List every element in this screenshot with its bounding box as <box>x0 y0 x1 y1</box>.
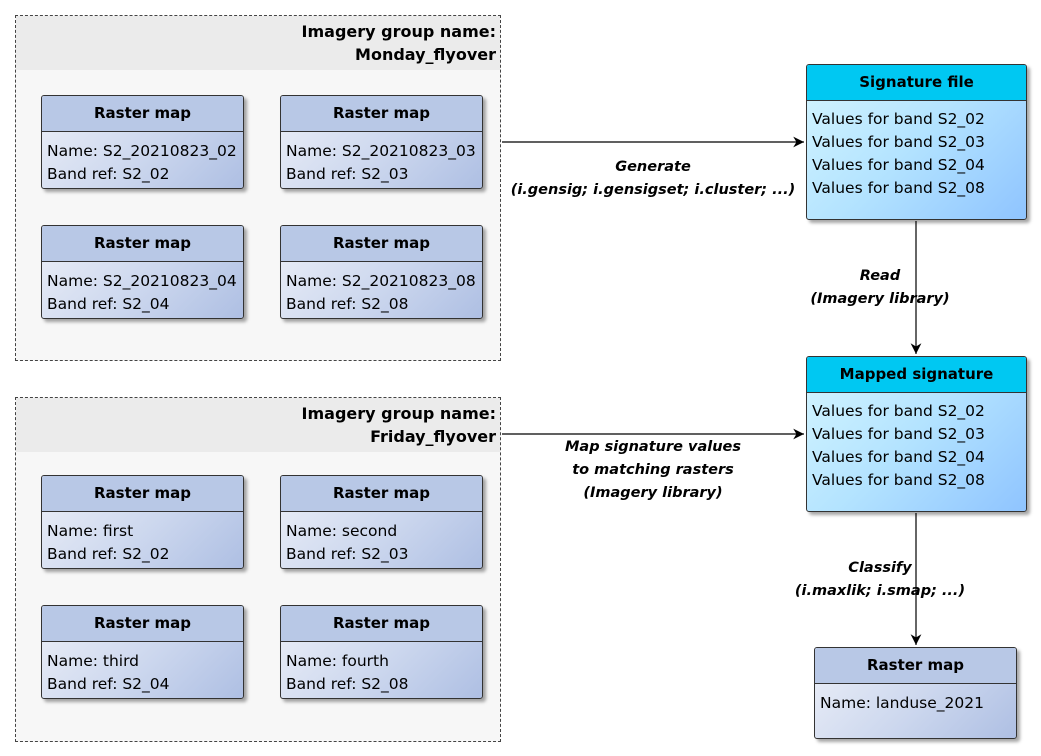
read-edge-label: Read (Imagery library) <box>760 265 1000 311</box>
raster-map-card-friday-second[interactable]: Raster map Name: second Band ref: S2_03 <box>280 475 483 569</box>
raster-name: Name: S2_20210823_03 <box>286 142 476 160</box>
raster-map-header: Raster map <box>42 606 243 642</box>
group-name: Friday_flyover <box>370 427 496 446</box>
signature-value: Values for band S2_08 <box>812 471 985 489</box>
raster-map-header: Raster map <box>42 226 243 262</box>
raster-name: Name: third <box>47 652 140 670</box>
raster-band-ref: Band ref: S2_08 <box>286 295 409 313</box>
output-raster-map-card[interactable]: Raster map Name: landuse_2021 <box>814 647 1017 739</box>
map-edge-label: Map signature values to matching rasters… <box>503 436 803 505</box>
raster-name: Name: second <box>286 522 398 540</box>
mapped-signature-header: Mapped signature <box>807 357 1026 393</box>
group-title-label: Imagery group name: <box>301 404 496 423</box>
raster-name: Name: S2_20210823_02 <box>47 142 237 160</box>
signature-value: Values for band S2_02 <box>812 402 985 420</box>
signature-file-header: Signature file <box>807 65 1026 101</box>
group-header <box>16 398 500 452</box>
raster-map-header: Raster map <box>281 96 482 132</box>
signature-file-card[interactable]: Signature file Values for band S2_02 Val… <box>806 64 1027 220</box>
signature-value: Values for band S2_08 <box>812 179 985 197</box>
generate-label-line2: (i.gensig; i.gensigset; i.cluster; ...) <box>510 182 796 198</box>
raster-name: Name: landuse_2021 <box>820 694 984 712</box>
signature-value: Values for band S2_04 <box>812 156 985 174</box>
classify-edge-label: Classify (i.maxlik; i.smap; ...) <box>760 557 1000 603</box>
raster-band-ref: Band ref: S2_03 <box>286 545 409 563</box>
group-header <box>16 16 500 70</box>
raster-band-ref: Band ref: S2_04 <box>47 675 170 693</box>
raster-band-ref: Band ref: S2_03 <box>286 165 409 183</box>
group-title: Imagery group name: Friday_flyover <box>302 402 496 448</box>
raster-map-card-friday-first[interactable]: Raster map Name: first Band ref: S2_02 <box>41 475 244 569</box>
raster-map-header: Raster map <box>42 476 243 512</box>
raster-map-header: Raster map <box>281 476 482 512</box>
classify-label-line1: Classify <box>848 560 912 576</box>
generate-label-line1: Generate <box>615 159 691 175</box>
raster-band-ref: Band ref: S2_02 <box>47 165 170 183</box>
map-label-line3: (Imagery library) <box>583 485 723 501</box>
signature-value: Values for band S2_04 <box>812 448 985 466</box>
raster-map-card-monday-02[interactable]: Raster map Name: S2_20210823_02 Band ref… <box>41 95 244 189</box>
raster-band-ref: Band ref: S2_02 <box>47 545 170 563</box>
raster-name: Name: S2_20210823_08 <box>286 272 476 290</box>
raster-name: Name: S2_20210823_04 <box>47 272 237 290</box>
raster-map-card-monday-04[interactable]: Raster map Name: S2_20210823_04 Band ref… <box>41 225 244 319</box>
raster-map-card-friday-third[interactable]: Raster map Name: third Band ref: S2_04 <box>41 605 244 699</box>
raster-name: Name: first <box>47 522 134 540</box>
read-label-line1: Read <box>859 268 901 284</box>
raster-name: Name: fourth <box>286 652 389 670</box>
raster-map-header: Raster map <box>281 226 482 262</box>
read-label-line2: (Imagery library) <box>810 291 950 307</box>
raster-map-card-monday-03[interactable]: Raster map Name: S2_20210823_03 Band ref… <box>280 95 483 189</box>
raster-map-header: Raster map <box>42 96 243 132</box>
signature-value: Values for band S2_03 <box>812 425 985 443</box>
signature-value: Values for band S2_03 <box>812 133 985 151</box>
group-title: Imagery group name: Monday_flyover <box>302 20 496 66</box>
group-name: Monday_flyover <box>355 45 496 64</box>
map-label-line2: to matching rasters <box>572 462 734 478</box>
raster-band-ref: Band ref: S2_08 <box>286 675 409 693</box>
raster-map-card-friday-fourth[interactable]: Raster map Name: fourth Band ref: S2_08 <box>280 605 483 699</box>
raster-map-card-monday-08[interactable]: Raster map Name: S2_20210823_08 Band ref… <box>280 225 483 319</box>
raster-map-header: Raster map <box>815 648 1016 684</box>
raster-band-ref: Band ref: S2_04 <box>47 295 170 313</box>
generate-edge-label: Generate (i.gensig; i.gensigset; i.clust… <box>503 156 803 202</box>
mapped-signature-card[interactable]: Mapped signature Values for band S2_02 V… <box>806 356 1027 512</box>
map-label-line1: Map signature values <box>564 439 741 455</box>
group-title-label: Imagery group name: <box>301 22 496 41</box>
classify-label-line2: (i.maxlik; i.smap; ...) <box>794 583 966 599</box>
signature-value: Values for band S2_02 <box>812 110 985 128</box>
raster-map-header: Raster map <box>281 606 482 642</box>
